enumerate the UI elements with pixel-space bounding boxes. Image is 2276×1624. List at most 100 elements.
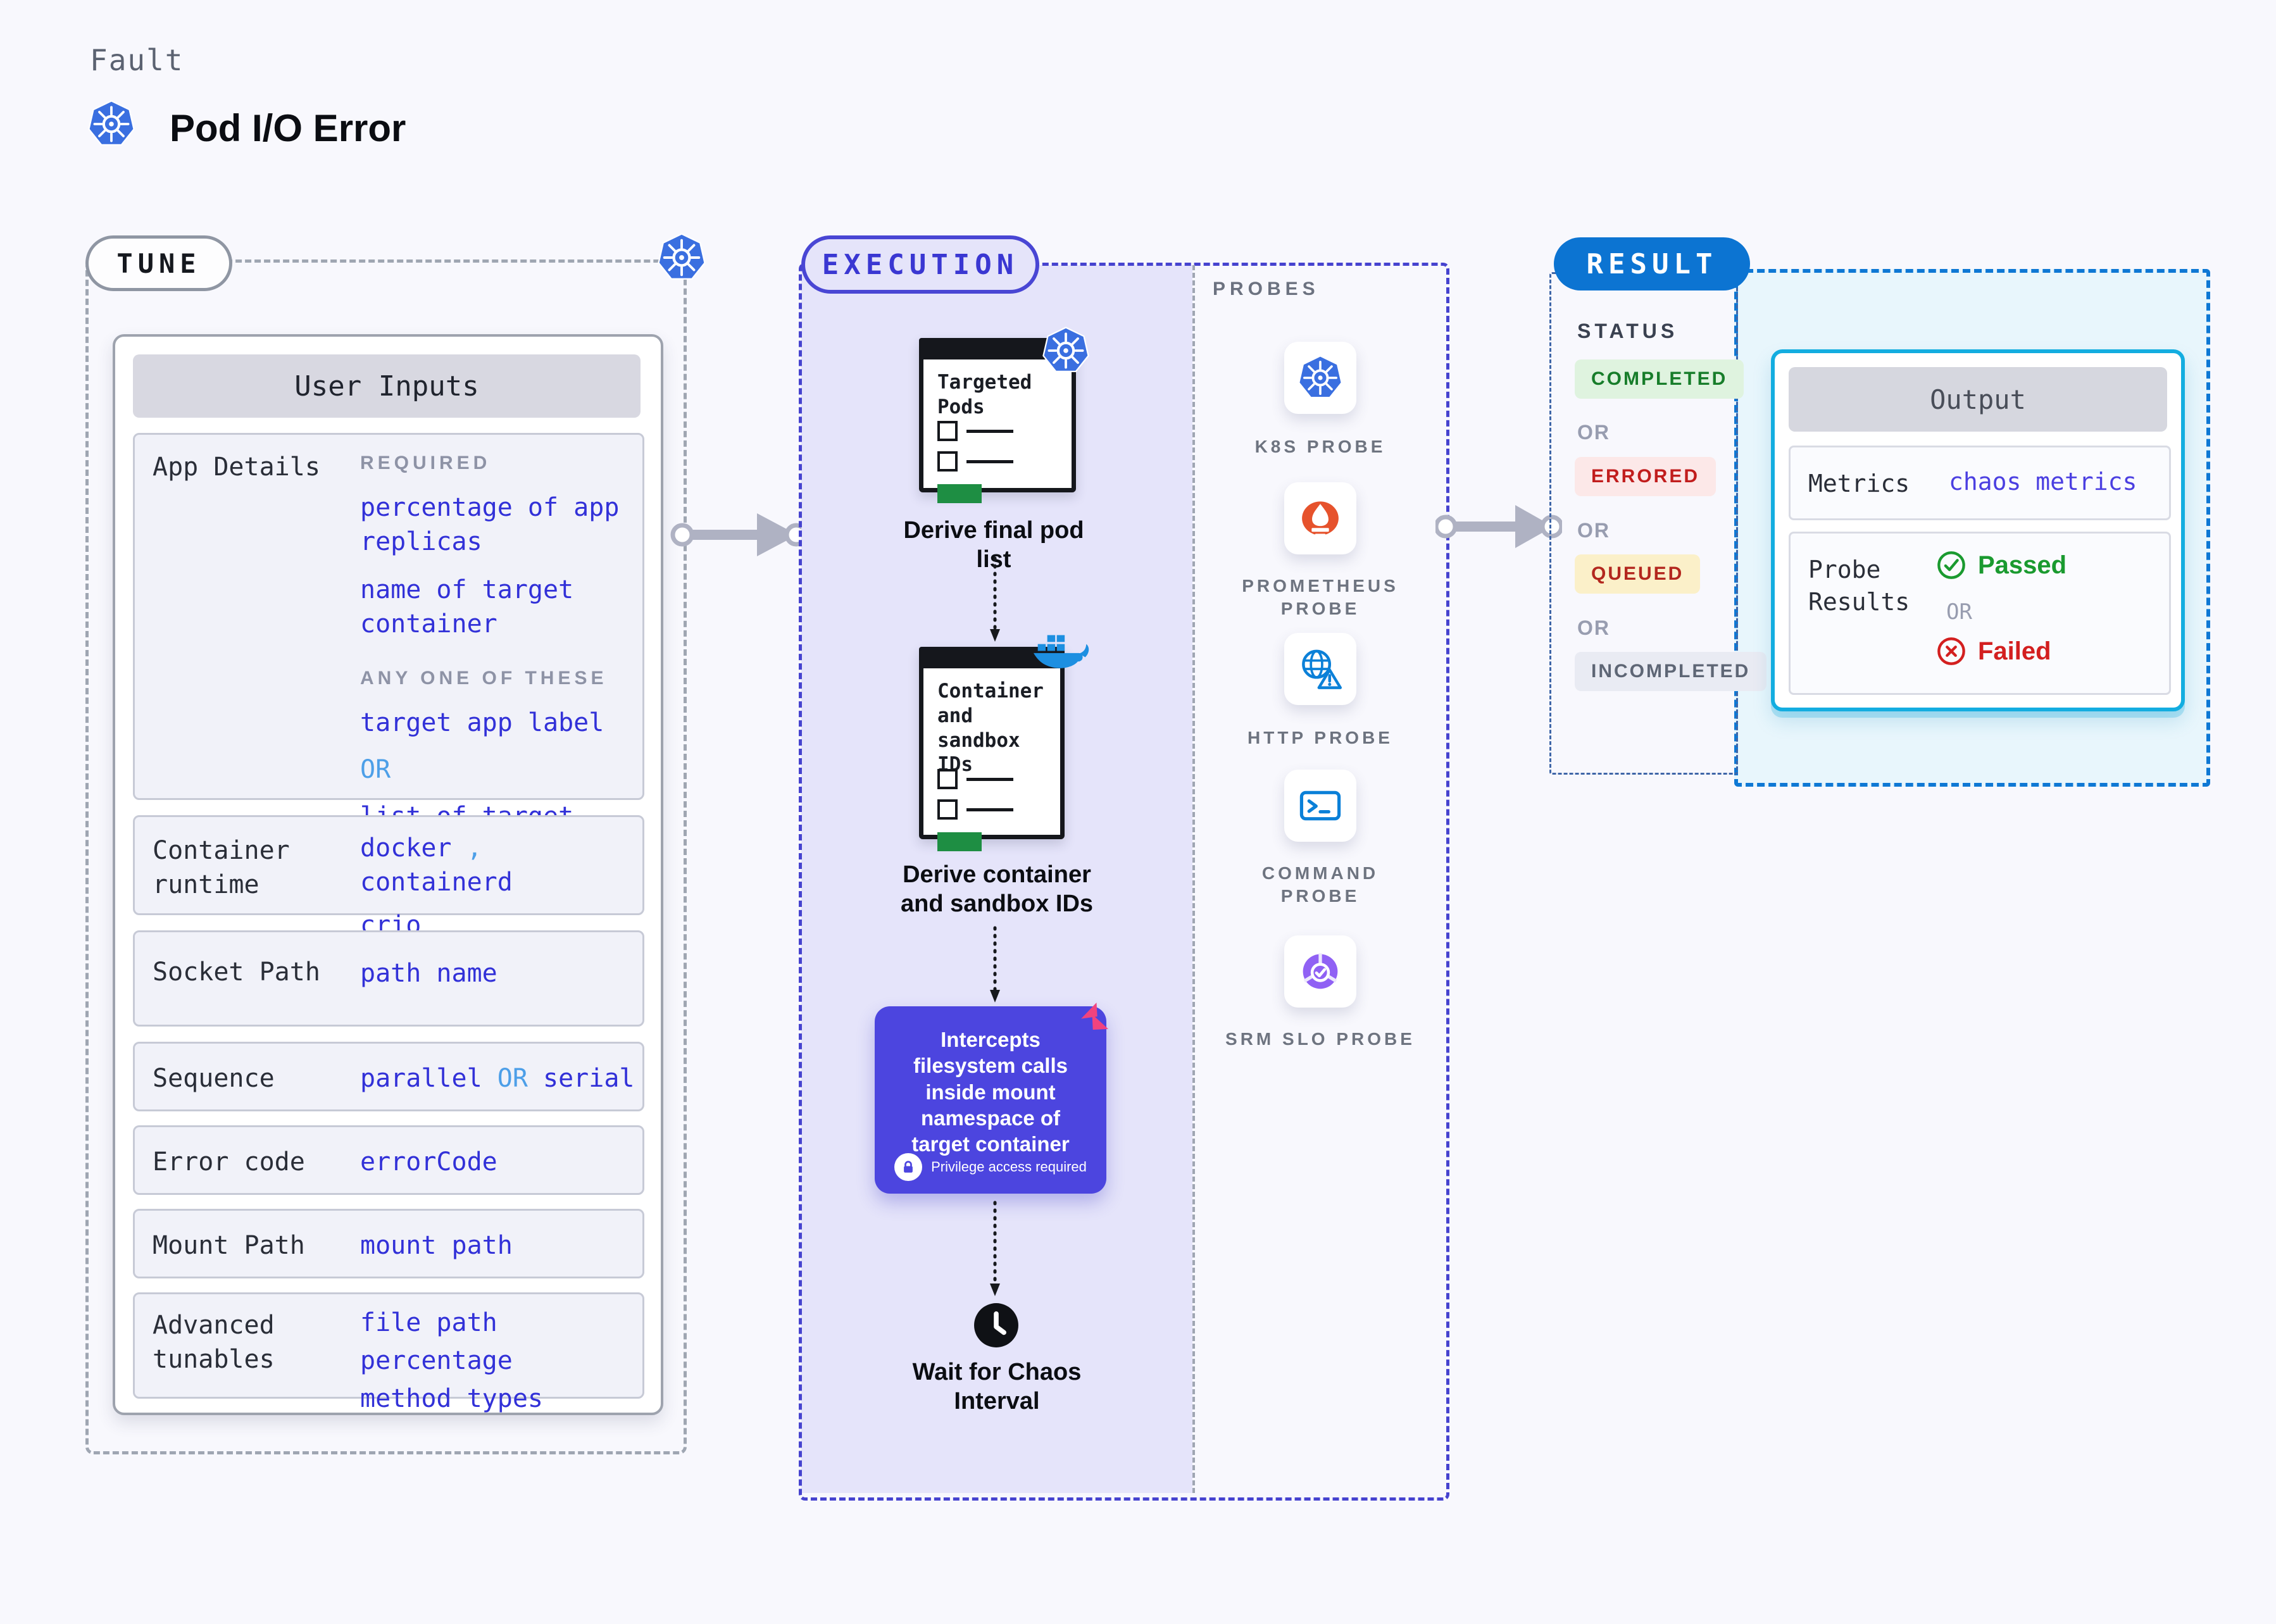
probe-label: HTTP PROBE xyxy=(1247,728,1393,747)
value: file path xyxy=(360,1308,497,1337)
row-label: Error code xyxy=(153,1147,305,1177)
flow-arrow xyxy=(670,513,806,556)
tune-container xyxy=(85,259,687,1454)
tune-badge: TUNE xyxy=(85,235,232,291)
failed-label: Failed xyxy=(1978,637,2051,665)
lock-icon xyxy=(894,1153,923,1181)
doc-list xyxy=(937,759,1013,851)
kubernetes-icon xyxy=(1042,327,1090,375)
kubernetes-icon xyxy=(657,233,706,282)
row-sequence: Sequence parallel OR serial xyxy=(133,1042,644,1111)
row-label: Advanced tunables xyxy=(153,1311,275,1374)
row-label: Mount Path xyxy=(153,1231,305,1260)
chaos-logo-icon xyxy=(1076,997,1113,1034)
probe-card-srm-slo xyxy=(1284,935,1356,1008)
row-values: REQUIRED percentage of app replicas name… xyxy=(360,453,632,868)
probe-label: SRM SLO PROBE xyxy=(1225,1029,1415,1049)
result-badge: RESULT xyxy=(1554,237,1750,290)
passed-label: Passed xyxy=(1978,551,2067,579)
dotted-connector xyxy=(990,556,1000,642)
passed-line: Passed xyxy=(1936,550,2067,580)
or-label: OR xyxy=(360,755,391,784)
required-heading: REQUIRED xyxy=(360,453,491,473)
status-badge: QUEUED xyxy=(1575,554,1701,594)
probe-results-label: Probe Results xyxy=(1808,556,1910,616)
doc-list xyxy=(937,411,1013,503)
probes-heading: PROBES xyxy=(1213,278,1320,299)
value: method types xyxy=(360,1384,543,1413)
user-inputs-header: User Inputs xyxy=(133,354,641,418)
status-badge: INCOMPLETED xyxy=(1575,652,1767,691)
value: path name xyxy=(360,959,497,988)
row-mount-path: Mount Path mount path xyxy=(133,1209,644,1278)
row-label: Container runtime xyxy=(153,836,290,899)
row-app-details: App Details REQUIRED percentage of app r… xyxy=(133,433,644,865)
progress-bar xyxy=(937,484,982,503)
flow-arrow xyxy=(1435,505,1562,548)
row-label: Sequence xyxy=(153,1064,275,1093)
kubernetes-icon xyxy=(1297,355,1343,401)
row-values: file path percentage method types xyxy=(360,1306,632,1416)
value: parallel OR serial xyxy=(360,1061,635,1096)
intercept-step-box: Intercepts filesystem calls inside mount… xyxy=(875,1006,1106,1194)
kubernetes-icon xyxy=(87,100,135,148)
progress-bar xyxy=(937,832,982,851)
list-item xyxy=(937,769,1013,789)
prometheus-icon xyxy=(1296,494,1344,542)
required-item: percentage of app replicas xyxy=(360,493,620,556)
probe-card-prometheus xyxy=(1284,482,1356,554)
or-label: OR xyxy=(1577,616,1610,639)
list-item xyxy=(937,799,1013,820)
step-caption: Derive container and sandbox IDs xyxy=(900,861,1094,917)
row-container-runtime: Container runtime docker , containerd cr… xyxy=(133,815,644,940)
row-error-code: Error code errorCode xyxy=(133,1125,644,1195)
metrics-label: Metrics xyxy=(1808,470,1910,497)
probe-label: COMMAND PROBE xyxy=(1261,863,1379,906)
row-advanced-tunables: Advanced tunables file path percentage m… xyxy=(133,1292,644,1413)
probes-divider xyxy=(1192,265,1195,1493)
status-badge: COMPLETED xyxy=(1575,359,1744,399)
globe-warning-icon xyxy=(1297,646,1344,692)
metrics-value: chaos metrics xyxy=(1949,468,2137,496)
separator: , xyxy=(466,834,482,863)
execution-badge: EXECUTION xyxy=(801,235,1039,294)
value: containerd xyxy=(360,868,513,897)
clock-icon xyxy=(972,1301,1020,1349)
status-heading: STATUS xyxy=(1577,320,1679,342)
privilege-text: Privilege access required xyxy=(931,1159,1087,1175)
failed-line: Failed xyxy=(1936,636,2051,666)
execution-container xyxy=(799,263,1449,1501)
doc-title: Container and sandbox IDs xyxy=(937,680,1044,777)
list-item xyxy=(937,421,1013,441)
fault-kicker: Fault xyxy=(90,43,184,77)
step-caption: Wait for Chaos Interval xyxy=(912,1359,1082,1415)
row-label: Socket Path xyxy=(153,958,320,987)
doc-title: Targeted Pods xyxy=(937,371,1032,418)
slo-pie-check-icon xyxy=(1296,947,1344,996)
or-label: OR xyxy=(497,1064,528,1093)
value: mount path xyxy=(360,1231,513,1260)
privilege-note: Privilege access required xyxy=(875,1153,1106,1181)
any-one-heading: ANY ONE OF THESE xyxy=(360,668,608,689)
value: docker xyxy=(360,834,452,863)
probe-card-k8s xyxy=(1284,342,1356,414)
dotted-connector xyxy=(990,926,1000,1003)
list-item xyxy=(937,451,1013,472)
probe-results-row: Probe Results Passed OR Failed xyxy=(1789,532,2171,695)
status-badge: ERRORED xyxy=(1575,457,1716,496)
probe-card-http xyxy=(1284,633,1356,705)
output-card: Output Metrics chaos metrics Probe Resul… xyxy=(1771,349,2185,711)
or-label: OR xyxy=(1577,421,1610,444)
any-item: target app label xyxy=(360,708,604,737)
output-header: Output xyxy=(1789,367,2167,432)
row-label: App Details xyxy=(153,453,320,482)
check-circle-icon xyxy=(1936,550,1966,580)
value: serial xyxy=(543,1064,635,1093)
user-inputs-card: User Inputs App Details REQUIRED percent… xyxy=(113,334,663,1415)
value: parallel xyxy=(360,1064,482,1093)
dotted-connector xyxy=(990,1201,1000,1296)
or-label: OR xyxy=(1577,519,1610,542)
terminal-icon xyxy=(1297,782,1344,829)
probe-label: PROMETHEUS PROBE xyxy=(1242,576,1399,619)
docker-icon xyxy=(1030,628,1094,671)
